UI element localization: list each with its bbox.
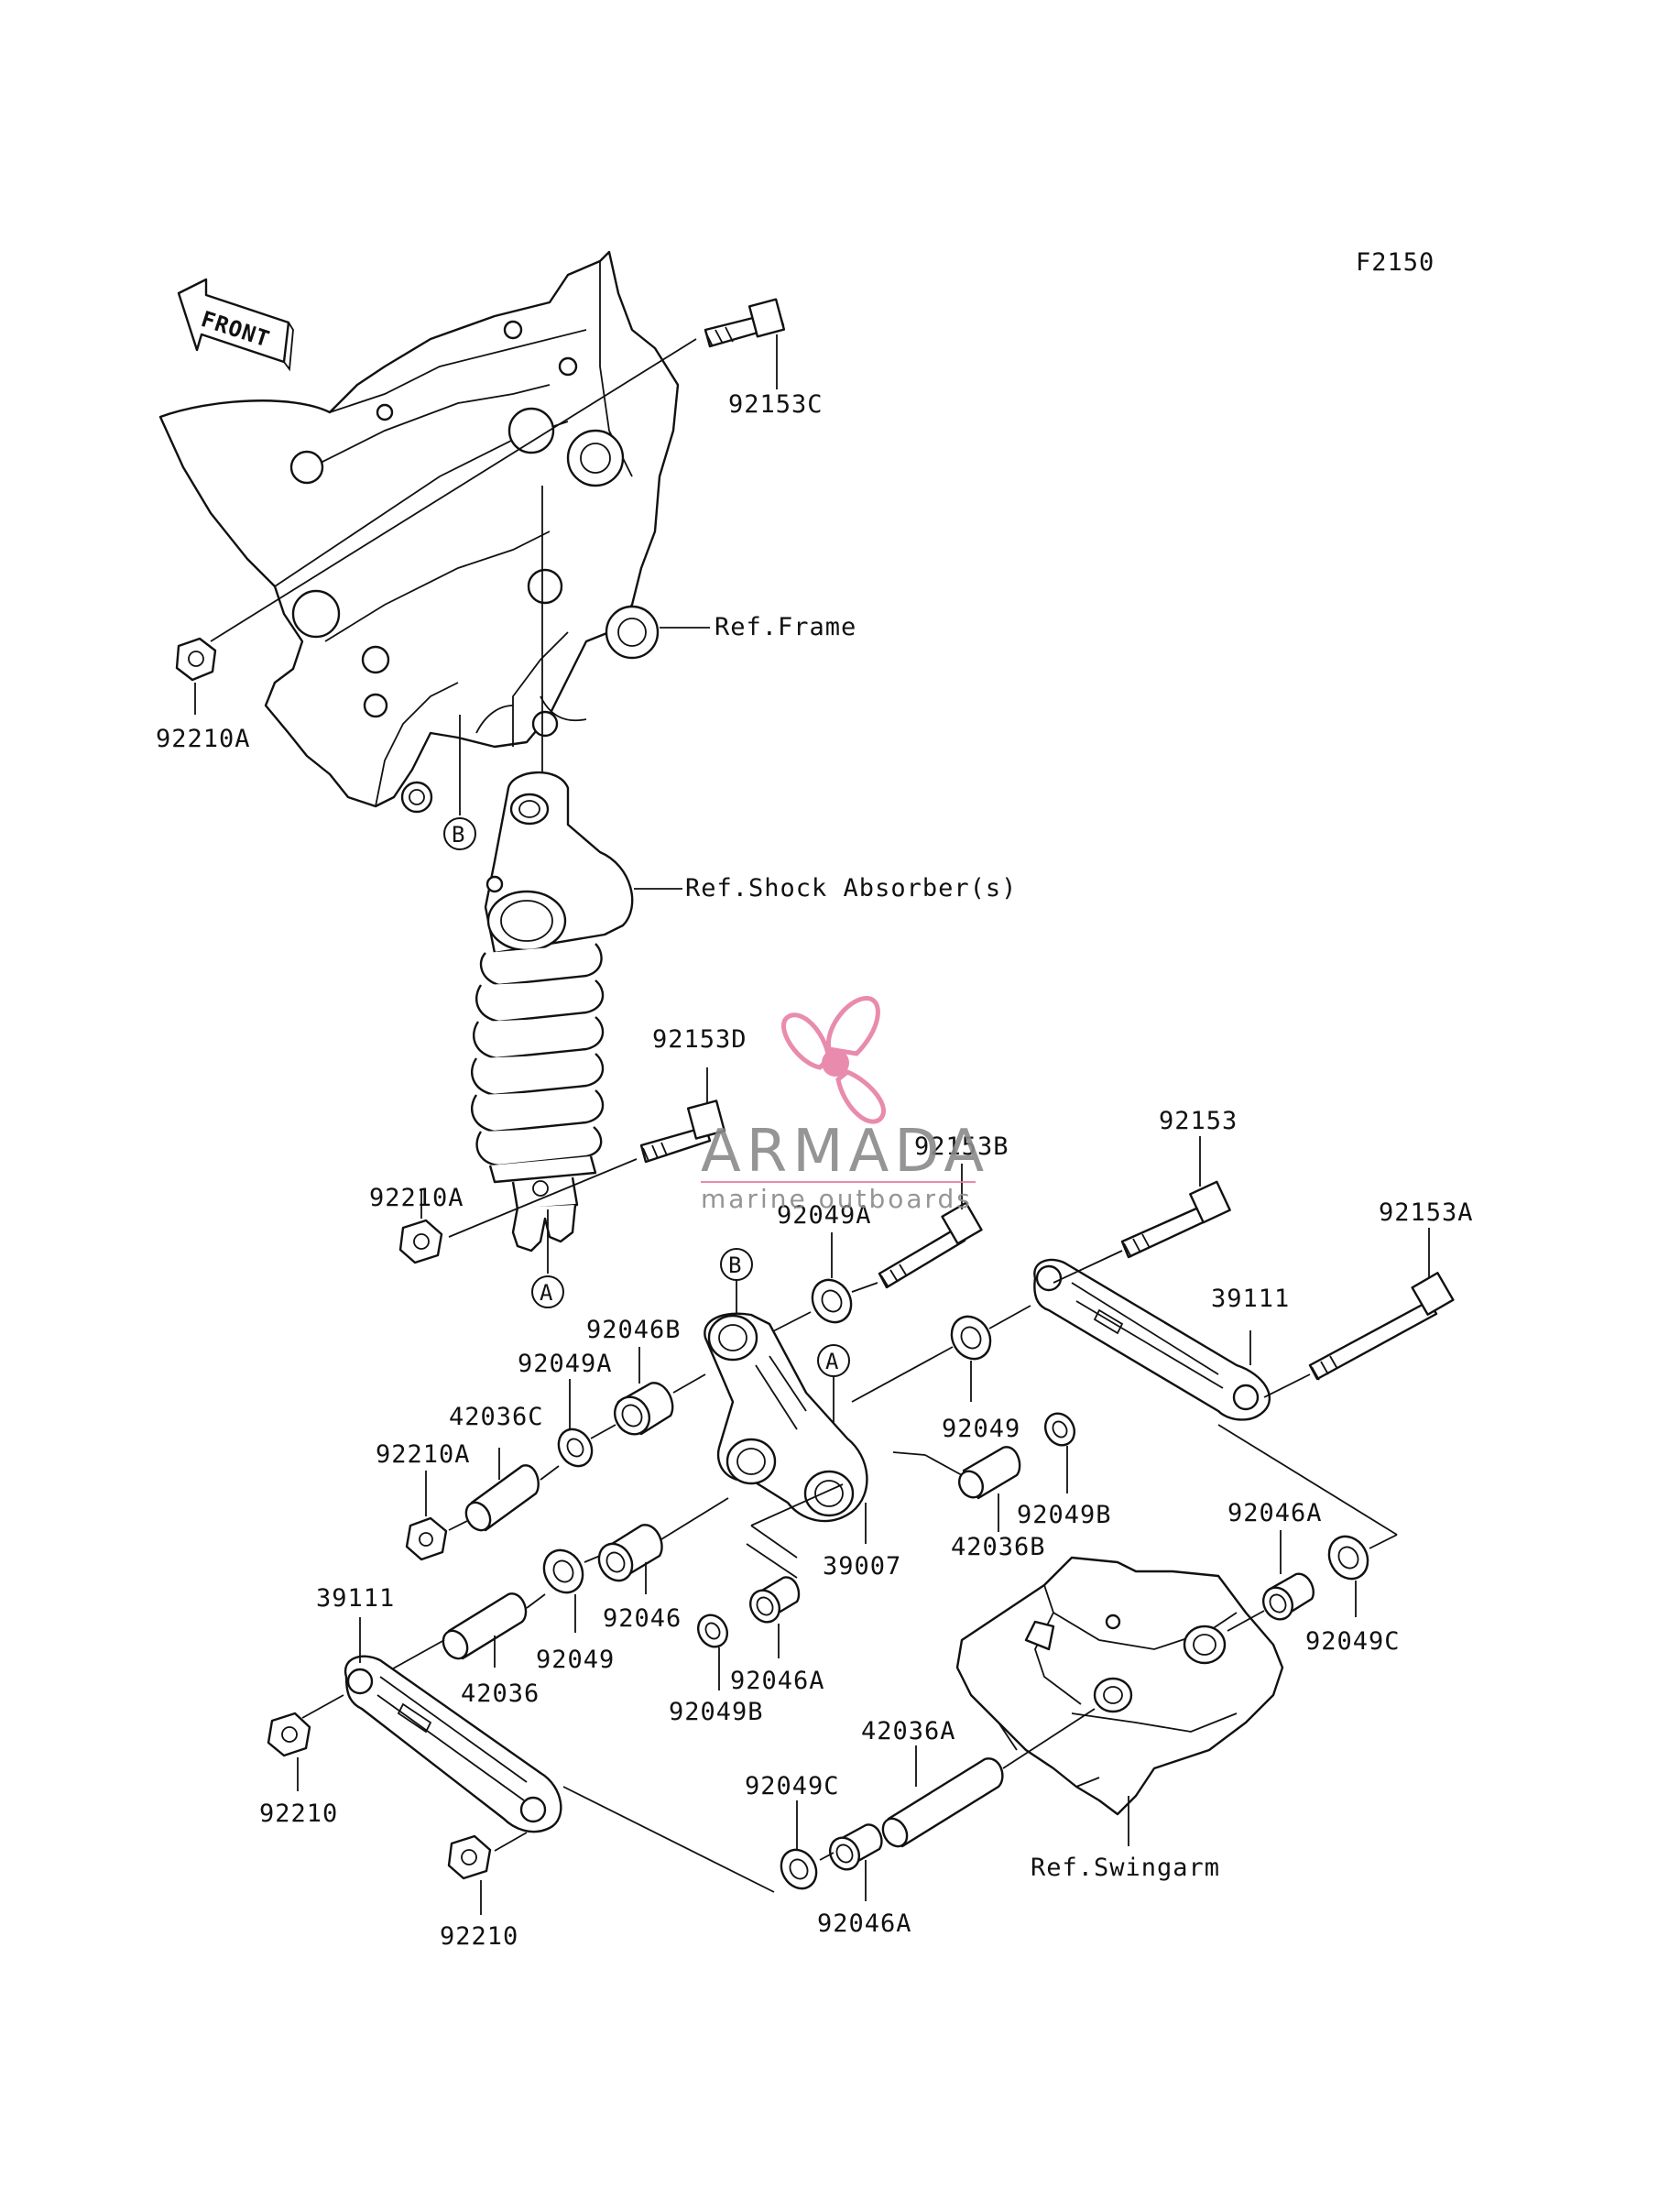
bolt-92153D bbox=[639, 1100, 726, 1164]
label-92049C-right: 92049C bbox=[1305, 1627, 1401, 1656]
washer-92049A-low bbox=[557, 1428, 594, 1468]
watermark-tagline: marine outboards bbox=[701, 1184, 973, 1214]
tie-rod-39111-right bbox=[1033, 1258, 1271, 1421]
swingarm-illustration bbox=[955, 1556, 1284, 1816]
frame-illustration bbox=[158, 250, 680, 814]
figure-code: F2150 bbox=[1356, 248, 1435, 277]
nut-92210A-mid bbox=[398, 1219, 443, 1264]
bearing-92046B bbox=[614, 1382, 674, 1436]
label-92049A-top: 92049A bbox=[777, 1201, 872, 1230]
label-92049-left: 92049 bbox=[536, 1646, 615, 1674]
label-92046A-low: 92046A bbox=[817, 1909, 912, 1938]
ref-frame-label: Ref.Frame bbox=[715, 613, 856, 641]
label-92210-a: 92210 bbox=[259, 1800, 338, 1828]
label-42036: 42036 bbox=[461, 1679, 540, 1708]
label-92046B: 92046B bbox=[586, 1316, 682, 1344]
label-92210-b: 92210 bbox=[440, 1922, 518, 1951]
bolt-92153C bbox=[210, 298, 786, 642]
washer-92049A-top bbox=[811, 1278, 853, 1324]
label-42036A: 42036A bbox=[861, 1717, 956, 1745]
label-92153C: 92153C bbox=[728, 390, 824, 419]
label-92049B-right: 92049B bbox=[1017, 1501, 1112, 1529]
washer-92049B-right bbox=[1043, 1412, 1076, 1447]
bearing-92046A-right bbox=[1261, 1572, 1315, 1621]
label-39007: 39007 bbox=[823, 1552, 901, 1581]
front-arrow-icon: FRONT bbox=[177, 278, 294, 372]
label-92210A-top: 92210A bbox=[156, 725, 251, 753]
washer-92049B-mid bbox=[696, 1614, 729, 1648]
label-92210A-low: 92210A bbox=[376, 1440, 471, 1469]
label-92046A-right: 92046A bbox=[1227, 1499, 1323, 1527]
tie-rod-39111-left bbox=[344, 1655, 562, 1833]
bolt-92153A bbox=[1308, 1272, 1455, 1381]
label-39111-left: 39111 bbox=[316, 1584, 395, 1613]
ref-swingarm-label: Ref.Swingarm bbox=[1031, 1854, 1220, 1882]
circle-ref-a-top: A bbox=[540, 1280, 553, 1306]
label-92046A-mid: 92046A bbox=[730, 1667, 825, 1695]
washer-92049C-right bbox=[1327, 1535, 1369, 1581]
label-92153: 92153 bbox=[1159, 1107, 1238, 1135]
collar-42036C bbox=[464, 1464, 540, 1532]
label-92153B: 92153B bbox=[914, 1132, 1009, 1161]
washer-92049-right bbox=[950, 1315, 992, 1361]
label-92049B-mid: 92049B bbox=[669, 1698, 764, 1726]
collar-42036A bbox=[881, 1757, 1004, 1848]
label-92153A: 92153A bbox=[1379, 1198, 1474, 1227]
watermark-name: ARMADA bbox=[701, 1118, 989, 1186]
label-42036C: 42036C bbox=[449, 1403, 544, 1431]
bolt-92153B bbox=[878, 1201, 983, 1289]
label-92210A-mid: 92210A bbox=[369, 1184, 464, 1212]
label-92049C-low: 92049C bbox=[745, 1772, 840, 1800]
link-39007 bbox=[704, 1312, 868, 1523]
nut-92210A-top bbox=[175, 637, 217, 682]
bearing-92046 bbox=[597, 1524, 663, 1582]
nut-92210-b bbox=[447, 1834, 492, 1880]
ref-shock-label: Ref.Shock Absorber(s) bbox=[685, 874, 1017, 903]
collar-42036B bbox=[957, 1446, 1021, 1500]
washer-92049-left bbox=[542, 1548, 584, 1594]
collar-42036 bbox=[442, 1592, 528, 1660]
label-92046: 92046 bbox=[603, 1604, 682, 1633]
nut-92210-a bbox=[267, 1712, 311, 1757]
armada-watermark: ARMADA marine outboards bbox=[701, 996, 989, 1214]
bearing-92046A-low bbox=[828, 1823, 883, 1871]
circle-ref-b-link: B bbox=[728, 1253, 742, 1278]
propeller-logo-icon bbox=[780, 996, 886, 1124]
label-92049-right: 92049 bbox=[942, 1415, 1020, 1443]
bolt-92153 bbox=[1120, 1180, 1231, 1259]
label-92049A-low: 92049A bbox=[518, 1350, 613, 1378]
nut-92210A-low bbox=[405, 1516, 448, 1561]
circle-ref-a-link: A bbox=[825, 1349, 839, 1374]
circle-ref-b-top: B bbox=[452, 822, 465, 848]
label-92153D: 92153D bbox=[652, 1025, 747, 1054]
label-42036B: 42036B bbox=[951, 1533, 1046, 1561]
label-39111-right: 39111 bbox=[1211, 1285, 1290, 1313]
shock-absorber-illustration bbox=[470, 771, 634, 1253]
bearing-92046A-mid bbox=[748, 1576, 801, 1624]
washer-92049C-low bbox=[780, 1848, 818, 1890]
